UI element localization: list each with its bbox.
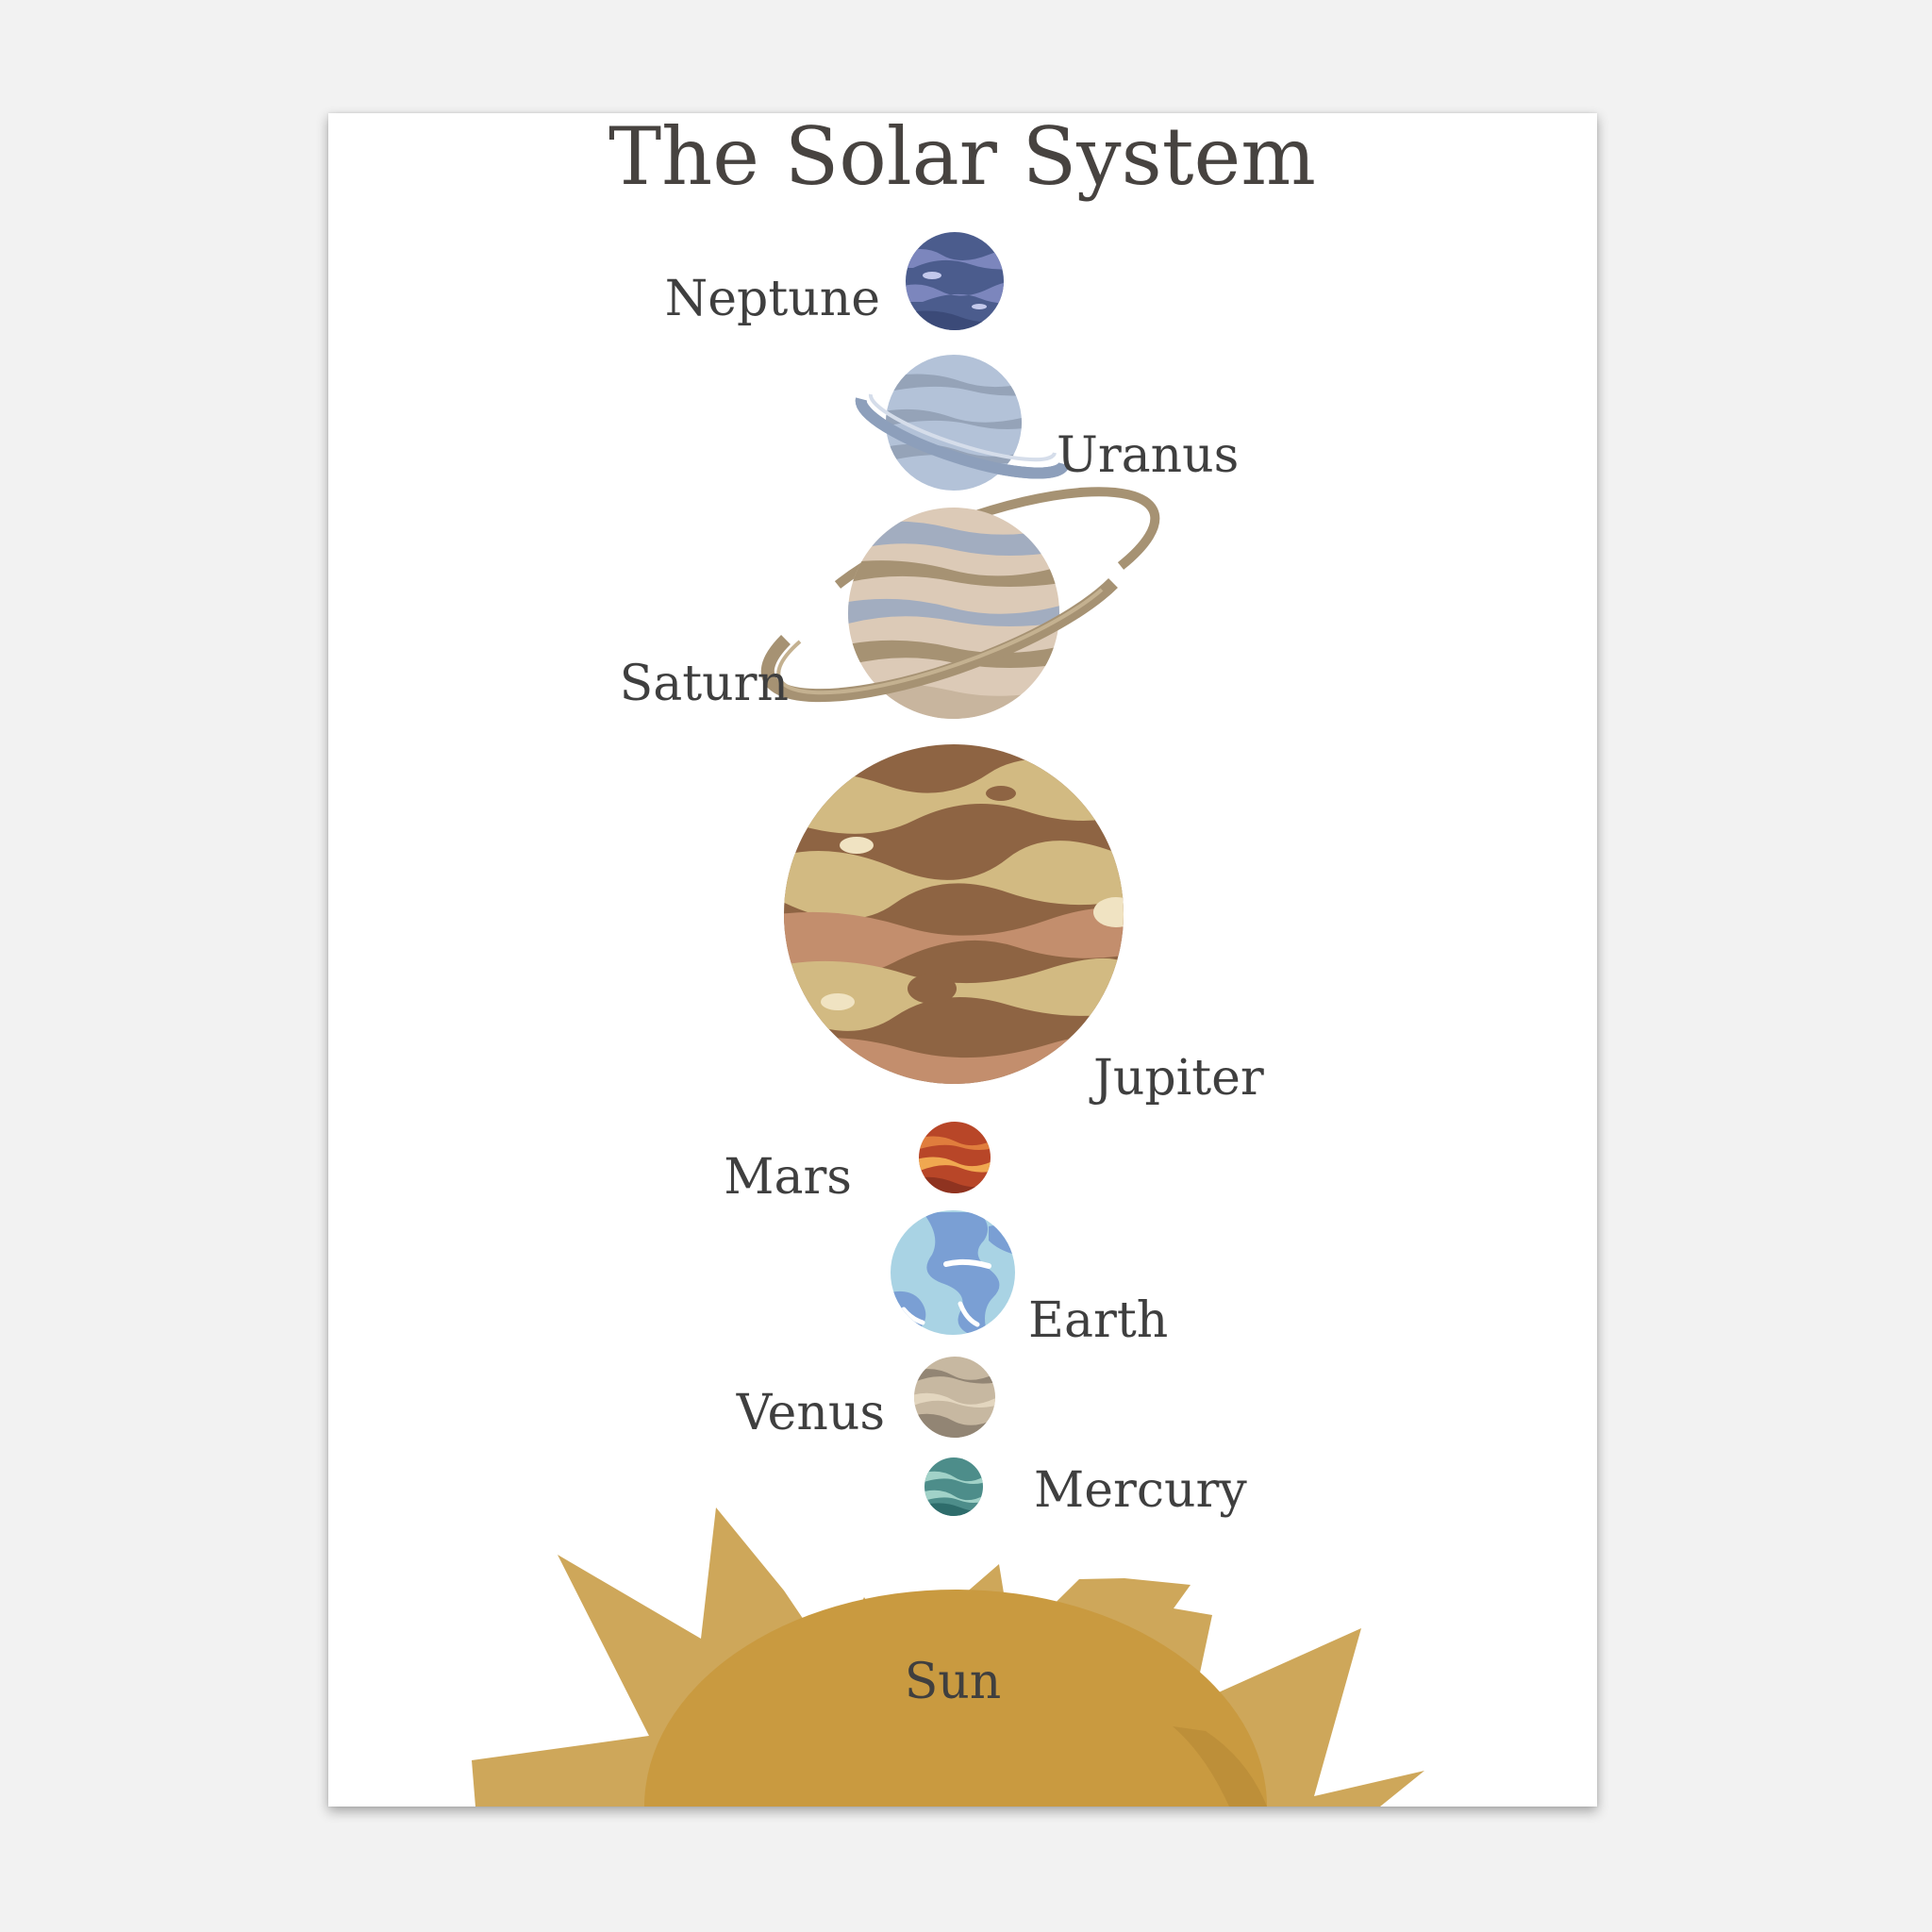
earth-icon bbox=[891, 1210, 1015, 1335]
label-sun: Sun bbox=[905, 1654, 1002, 1710]
solar-system-diagram: The Solar System Neptune Uranus bbox=[472, 113, 1424, 1807]
neptune-icon bbox=[906, 232, 1004, 330]
sun-icon bbox=[472, 1507, 1424, 1807]
label-earth: Earth bbox=[1028, 1292, 1168, 1349]
mercury-icon bbox=[924, 1457, 983, 1516]
label-mercury: Mercury bbox=[1034, 1462, 1247, 1519]
label-mars: Mars bbox=[724, 1149, 852, 1206]
solar-system-poster: The Solar System Neptune Uranus bbox=[328, 113, 1597, 1807]
label-saturn: Saturn bbox=[620, 656, 789, 712]
label-uranus: Uranus bbox=[1057, 427, 1239, 484]
mars-icon bbox=[919, 1122, 991, 1193]
jupiter-icon bbox=[784, 744, 1124, 1084]
uranus-icon bbox=[855, 355, 1070, 491]
poster-title: The Solar System bbox=[608, 113, 1316, 203]
venus-icon bbox=[914, 1357, 995, 1438]
label-venus: Venus bbox=[736, 1385, 885, 1441]
label-neptune: Neptune bbox=[665, 271, 880, 327]
saturn-icon bbox=[760, 487, 1160, 719]
label-jupiter: Jupiter bbox=[1089, 1050, 1264, 1107]
